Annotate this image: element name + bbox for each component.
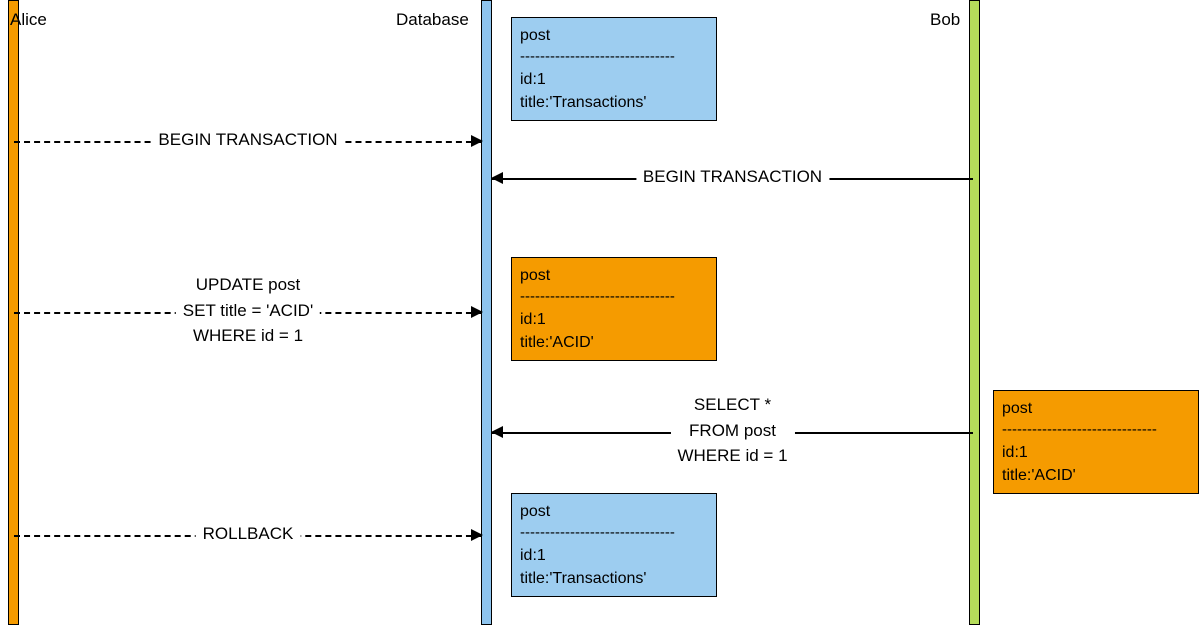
message-label: BEGIN TRANSACTION [635, 164, 830, 190]
note-title: post [520, 503, 551, 520]
note-separator: ------------------------------- [520, 524, 675, 542]
lifeline-bob [969, 0, 980, 625]
note-field-id: id:1 [520, 311, 546, 329]
arrowhead-right-icon [471, 529, 483, 541]
arrowhead-left-icon [491, 172, 503, 184]
message-label: BEGIN TRANSACTION [151, 127, 345, 153]
message-label-line-3: WHERE id = 1 [192, 326, 304, 345]
note-field-title: title:'Transactions' [520, 570, 647, 588]
message-label-line-2: SET title = 'ACID' [182, 300, 314, 320]
note-title: post [1002, 400, 1033, 417]
message-label: ROLLBACK [195, 521, 301, 547]
arrowhead-right-icon [471, 306, 483, 318]
note-post-updated: post ------------------------------- id:… [511, 257, 717, 361]
actor-label-database: Database [396, 10, 469, 29]
note-post-bob-read: post ------------------------------- id:… [993, 390, 1199, 494]
arrowhead-right-icon [471, 135, 483, 147]
lifeline-bob-bar [969, 0, 980, 625]
arrowhead-left-icon [491, 426, 503, 438]
note-field-id: id:1 [520, 71, 546, 89]
actor-label-bob: Bob [930, 10, 961, 29]
message-label: UPDATE post SET title = 'ACID' WHERE id … [175, 272, 321, 349]
note-separator: ------------------------------- [520, 48, 675, 66]
message-label-line-3: WHERE id = 1 [677, 446, 788, 465]
actor-label-alice: Alice [10, 10, 47, 29]
message-label-line-2: FROM post [689, 420, 776, 440]
note-post-initial: post ------------------------------- id:… [511, 17, 717, 121]
note-field-id: id:1 [1002, 444, 1028, 462]
note-separator: ------------------------------- [520, 288, 675, 306]
note-field-title: title:'Transactions' [520, 94, 647, 112]
message-label-line-1: UPDATE post [195, 275, 301, 294]
note-field-title: title:'ACID' [1002, 467, 1076, 485]
message-label-line-1: SELECT * [693, 395, 772, 414]
note-post-rolled-back: post ------------------------------- id:… [511, 493, 717, 597]
note-title: post [520, 27, 551, 44]
note-field-id: id:1 [520, 547, 546, 565]
note-field-title: title:'ACID' [520, 334, 594, 352]
note-title: post [520, 267, 551, 284]
note-separator: ------------------------------- [1002, 421, 1157, 439]
message-label: SELECT * FROM post WHERE id = 1 [670, 392, 795, 469]
